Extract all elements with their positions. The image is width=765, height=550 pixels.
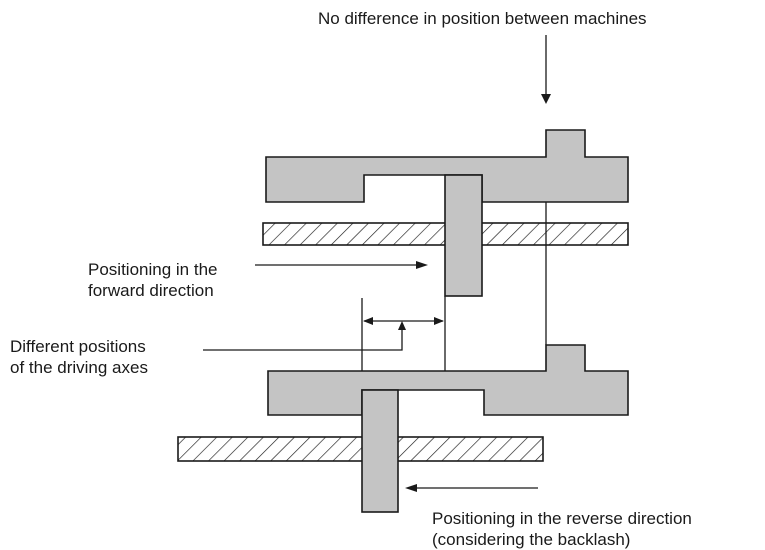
upper-carriage (265, 129, 629, 203)
forward-direction-label: Positioning in the forward direction (88, 259, 217, 301)
upper-drive-block (444, 174, 483, 297)
dimension-left-arrowhead (363, 317, 373, 325)
reverse-direction-text-line1: Positioning in the reverse direction (432, 509, 692, 528)
lower-machine (177, 344, 629, 513)
forward-direction-arrowhead (416, 261, 428, 269)
no-difference-label: No difference in position between machin… (318, 8, 647, 29)
forward-direction-text-line2: forward direction (88, 281, 214, 300)
lower-ball-screw (177, 436, 544, 462)
reverse-direction-text-line2: (considering the backlash) (432, 530, 631, 549)
lower-carriage (267, 344, 629, 416)
different-positions-arrowhead (398, 321, 406, 330)
different-positions-label: Different positions of the driving axes (10, 336, 148, 378)
different-positions-text-line2: of the driving axes (10, 358, 148, 377)
reverse-direction-label: Positioning in the reverse direction (co… (432, 508, 692, 550)
dimension-right-arrowhead (434, 317, 444, 325)
no-difference-text: No difference in position between machin… (318, 9, 647, 28)
forward-direction-text-line1: Positioning in the (88, 260, 218, 279)
upper-machine (262, 129, 629, 297)
lower-drive-block (361, 389, 399, 513)
different-positions-text-line1: Different positions (10, 337, 146, 356)
top-pointer-arrowhead (541, 94, 551, 104)
reverse-direction-arrowhead (405, 484, 417, 492)
different-positions-leader (203, 328, 403, 351)
